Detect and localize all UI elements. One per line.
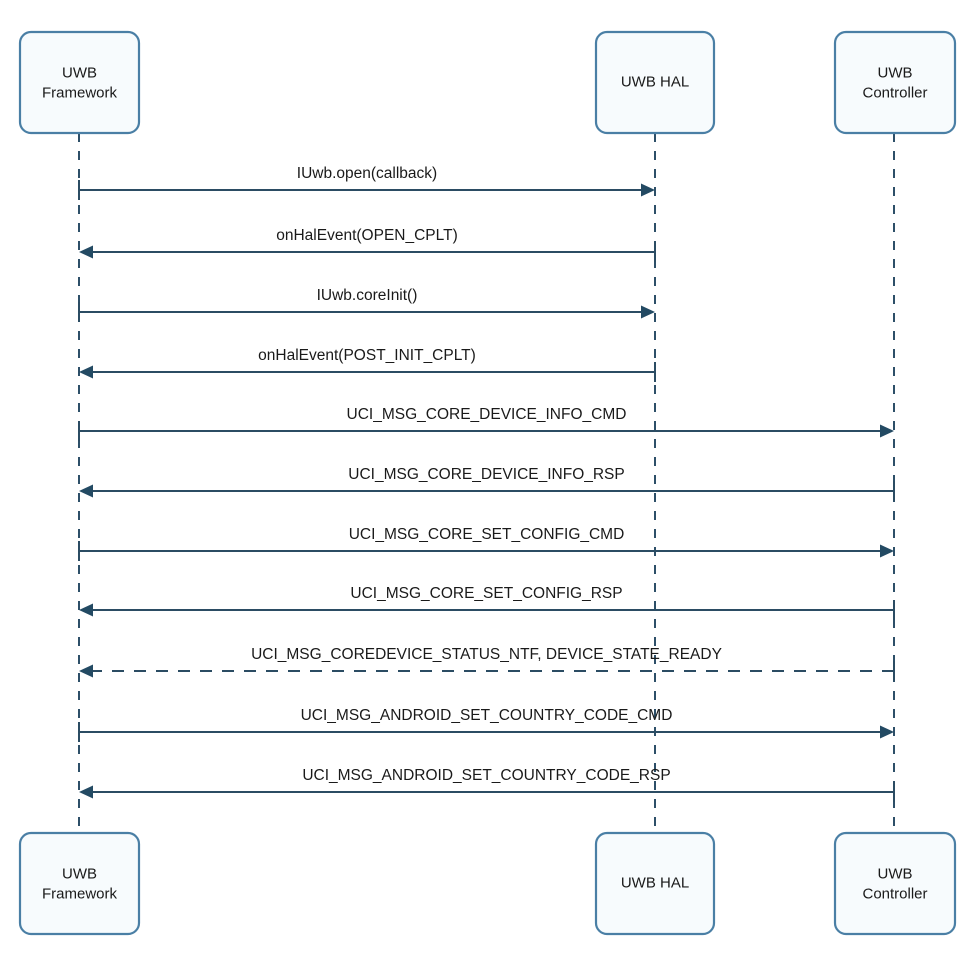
actor-label-framework: UWB xyxy=(62,865,97,882)
actor-box-framework-bottom[interactable]: UWB Framework xyxy=(18,831,141,936)
message-1-solid[interactable]: IUwb.open(callback) xyxy=(78,165,655,200)
message-label: UCI_MSG_COREDEVICE_STATUS_NTF, DEVICE_ST… xyxy=(251,646,722,663)
message-label: UCI_MSG_CORE_DEVICE_INFO_RSP xyxy=(348,466,625,483)
message-arrowhead xyxy=(880,725,894,739)
actor-label-controller-line2: Controller xyxy=(862,84,927,101)
actor-label-framework: UWB xyxy=(62,64,97,81)
actor-label-hal: UWB HAL xyxy=(621,874,689,891)
actor-box-framework-top[interactable]: UWB Framework xyxy=(18,30,141,135)
actor-box-shape xyxy=(833,831,957,936)
actor-box-shape xyxy=(833,30,957,135)
message-label: UCI_MSG_CORE_DEVICE_INFO_CMD xyxy=(347,406,627,423)
actor-label-controller: UWB xyxy=(878,865,913,882)
message-6-solid[interactable]: UCI_MSG_CORE_DEVICE_INFO_RSP xyxy=(79,466,895,501)
message-4-solid[interactable]: onHalEvent(POST_INIT_CPLT) xyxy=(79,347,656,382)
actor-label-controller-line2: Controller xyxy=(862,885,927,902)
actor-box-shape xyxy=(594,831,716,936)
actor-label-controller: UWB xyxy=(878,64,913,81)
message-10-solid[interactable]: UCI_MSG_ANDROID_SET_COUNTRY_CODE_CMD xyxy=(78,707,894,742)
message-arrowhead xyxy=(79,785,93,799)
message-arrowhead xyxy=(641,183,655,197)
message-arrowhead xyxy=(880,544,894,558)
message-arrowhead xyxy=(79,365,93,379)
actor-box-shape xyxy=(18,831,141,936)
message-8-solid[interactable]: UCI_MSG_CORE_SET_CONFIG_RSP xyxy=(79,585,895,620)
message-label: IUwb.coreInit() xyxy=(317,287,418,304)
message-5-solid[interactable]: UCI_MSG_CORE_DEVICE_INFO_CMD xyxy=(78,406,894,441)
lifelines-layer xyxy=(78,133,895,833)
messages-layer: IUwb.open(callback) onHalEvent(OPEN_CPLT)… xyxy=(78,165,895,802)
message-arrowhead xyxy=(79,603,93,617)
message-label: UCI_MSG_CORE_SET_CONFIG_CMD xyxy=(349,526,625,543)
message-label: IUwb.open(callback) xyxy=(297,165,437,182)
message-label: UCI_MSG_ANDROID_SET_COUNTRY_CODE_CMD xyxy=(301,707,673,724)
message-arrowhead xyxy=(641,305,655,319)
actor-label-framework-line2: Framework xyxy=(42,885,118,902)
message-7-solid[interactable]: UCI_MSG_CORE_SET_CONFIG_CMD xyxy=(78,526,894,561)
actor-box-hal-bottom[interactable]: UWB HAL xyxy=(594,831,716,936)
message-arrowhead xyxy=(880,424,894,438)
message-label: UCI_MSG_ANDROID_SET_COUNTRY_CODE_RSP xyxy=(302,767,670,784)
message-3-solid[interactable]: IUwb.coreInit() xyxy=(78,287,655,322)
actor-box-shape xyxy=(18,30,141,135)
actor-box-controller-top[interactable]: UWB Controller xyxy=(833,30,957,135)
actor-box-controller-bottom[interactable]: UWB Controller xyxy=(833,831,957,936)
message-2-solid[interactable]: onHalEvent(OPEN_CPLT) xyxy=(79,227,656,262)
actor-label-framework-line2: Framework xyxy=(42,84,118,101)
message-label: onHalEvent(POST_INIT_CPLT) xyxy=(258,347,476,364)
message-label: onHalEvent(OPEN_CPLT) xyxy=(276,227,457,244)
message-9-dashed[interactable]: UCI_MSG_COREDEVICE_STATUS_NTF, DEVICE_ST… xyxy=(79,646,895,681)
actor-label-hal: UWB HAL xyxy=(621,73,689,90)
message-arrowhead xyxy=(79,245,93,259)
message-arrowhead xyxy=(79,484,93,498)
actor-box-shape xyxy=(594,30,716,135)
message-11-solid[interactable]: UCI_MSG_ANDROID_SET_COUNTRY_CODE_RSP xyxy=(79,767,895,802)
message-label: UCI_MSG_CORE_SET_CONFIG_RSP xyxy=(350,585,622,602)
actor-box-hal-top[interactable]: UWB HAL xyxy=(594,30,716,135)
message-arrowhead xyxy=(79,664,93,678)
